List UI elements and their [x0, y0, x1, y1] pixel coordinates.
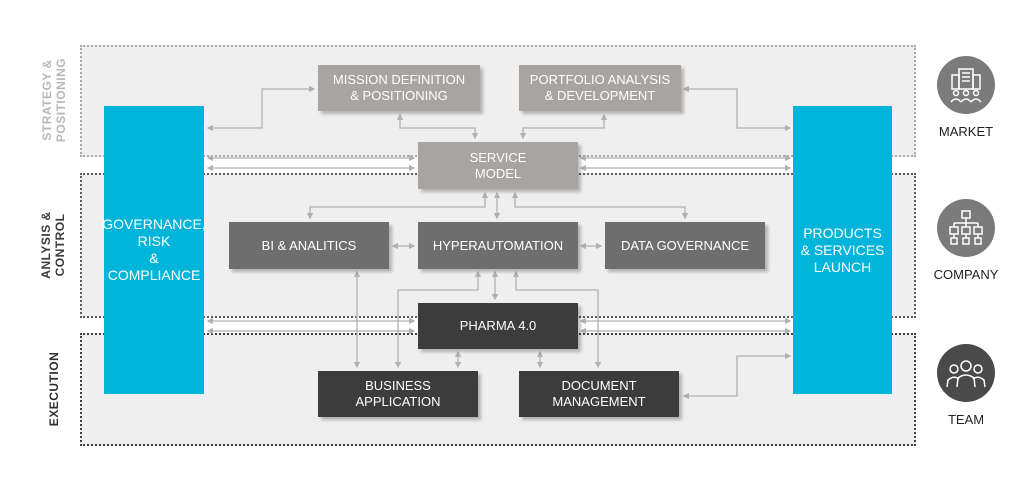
pharma-4-box: PHARMA 4.0: [418, 303, 578, 349]
connector-portfolio-service: [519, 113, 608, 140]
org-chart-icon: [937, 199, 995, 257]
hyperautomation-box: HYPERAUTOMATION: [418, 222, 578, 269]
connector-service-bi: [306, 191, 489, 220]
products-services-launch-box: PRODUCTS & SERVICES LAUNCH: [793, 106, 892, 394]
service-model-box: SERVICE MODEL: [418, 142, 578, 189]
building-people-icon: [937, 56, 995, 114]
bi-analitics-box: BI & ANALITICS: [229, 222, 389, 269]
team-people-icon: [937, 344, 995, 402]
company-item: COMPANY: [916, 199, 1016, 282]
connector-portfolio-products: [682, 85, 792, 132]
connector-document-products: [682, 352, 792, 400]
document-management-box: DOCUMENT MANAGEMENT: [519, 371, 679, 417]
mission-definition-box: MISSION DEFINITION & POSITIONING: [318, 65, 480, 111]
team-item: TEAM: [916, 344, 1016, 427]
governance-risk-compliance-box: GOVERNANCE, RISK & COMPLIANCE: [102, 106, 206, 394]
portfolio-analysis-box: PORTFOLIO ANALYSIS & DEVELOPMENT: [519, 65, 681, 111]
business-application-box: BUSINESS APPLICATION: [318, 371, 478, 417]
company-label: COMPANY: [933, 267, 999, 282]
market-item: MARKET: [916, 56, 1016, 139]
connector-service-datagov: [511, 191, 689, 220]
team-label: TEAM: [947, 412, 985, 427]
connector-mission-service: [396, 113, 479, 140]
market-label: MARKET: [938, 124, 994, 139]
connector-governance-mission: [206, 85, 316, 132]
data-governance-box: DATA GOVERNANCE: [605, 222, 765, 269]
